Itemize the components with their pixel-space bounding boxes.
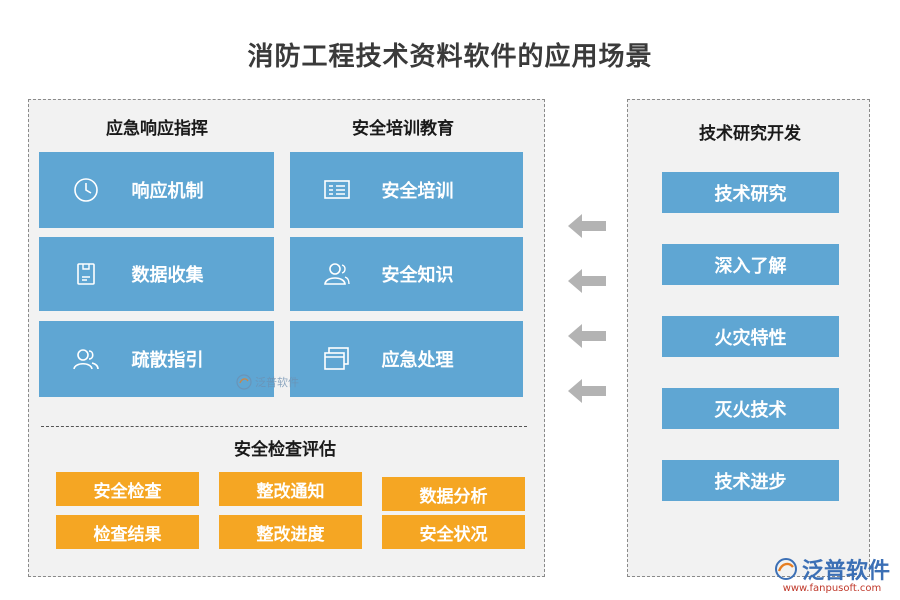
- card-safety-training[interactable]: 安全培训: [290, 152, 523, 228]
- users-icon: [71, 344, 101, 374]
- clock-icon: [71, 175, 101, 205]
- inspection-header: 安全检查评估: [234, 440, 336, 460]
- card-label: 安全知识: [381, 265, 454, 286]
- user-icon: [322, 259, 352, 289]
- arrow-left-icon: [568, 269, 606, 293]
- card-response-mechanism[interactable]: 响应机制: [39, 152, 274, 228]
- presentation-icon: [322, 175, 352, 205]
- research-header: 技术研究开发: [699, 124, 801, 144]
- arrow-left-icon: [568, 379, 606, 403]
- tag-rectification-notice[interactable]: 整改通知: [219, 472, 362, 506]
- research-item-tech-research[interactable]: 技术研究: [662, 172, 839, 213]
- tag-check-result[interactable]: 检查结果: [56, 515, 199, 549]
- card-emergency-handling[interactable]: 应急处理: [290, 321, 523, 397]
- section-divider: [41, 426, 527, 427]
- card-label: 响应机制: [131, 181, 204, 202]
- card-evacuation-guide[interactable]: 疏散指引: [39, 321, 274, 397]
- card-label: 安全培训: [381, 181, 454, 202]
- watermark: 泛普软件: [236, 374, 299, 390]
- training-header: 安全培训教育: [352, 119, 454, 139]
- arrow-left-icon: [568, 214, 606, 238]
- research-item-extinguishing-tech[interactable]: 灭火技术: [662, 388, 839, 429]
- windows-icon: [322, 344, 352, 374]
- research-item-tech-progress[interactable]: 技术进步: [662, 460, 839, 501]
- tag-safety-check[interactable]: 安全检查: [56, 472, 199, 506]
- watermark-logo-icon: [236, 374, 252, 390]
- tag-data-analysis[interactable]: 数据分析: [382, 477, 525, 511]
- brand-logo-icon: [774, 558, 797, 580]
- tag-rectification-progress[interactable]: 整改进度: [219, 515, 362, 549]
- card-label: 疏散指引: [131, 350, 204, 371]
- card-safety-knowledge[interactable]: 安全知识: [290, 237, 523, 311]
- research-item-fire-characteristics[interactable]: 火灾特性: [662, 316, 839, 357]
- tag-safety-status[interactable]: 安全状况: [382, 515, 525, 549]
- emergency-header: 应急响应指挥: [106, 119, 208, 139]
- page-title: 消防工程技术资料软件的应用场景: [247, 42, 653, 72]
- brand-logo: 泛普软件 www.fanpusoft.com: [774, 553, 890, 594]
- brand-name: 泛普软件: [801, 559, 890, 584]
- document-icon: [71, 259, 101, 289]
- brand-url: www.fanpusoft.com: [782, 583, 882, 594]
- card-data-collection[interactable]: 数据收集: [39, 237, 274, 311]
- card-label: 应急处理: [381, 350, 454, 371]
- arrow-left-icon: [568, 324, 606, 348]
- card-label: 数据收集: [131, 265, 204, 286]
- research-item-deep-understanding[interactable]: 深入了解: [662, 244, 839, 285]
